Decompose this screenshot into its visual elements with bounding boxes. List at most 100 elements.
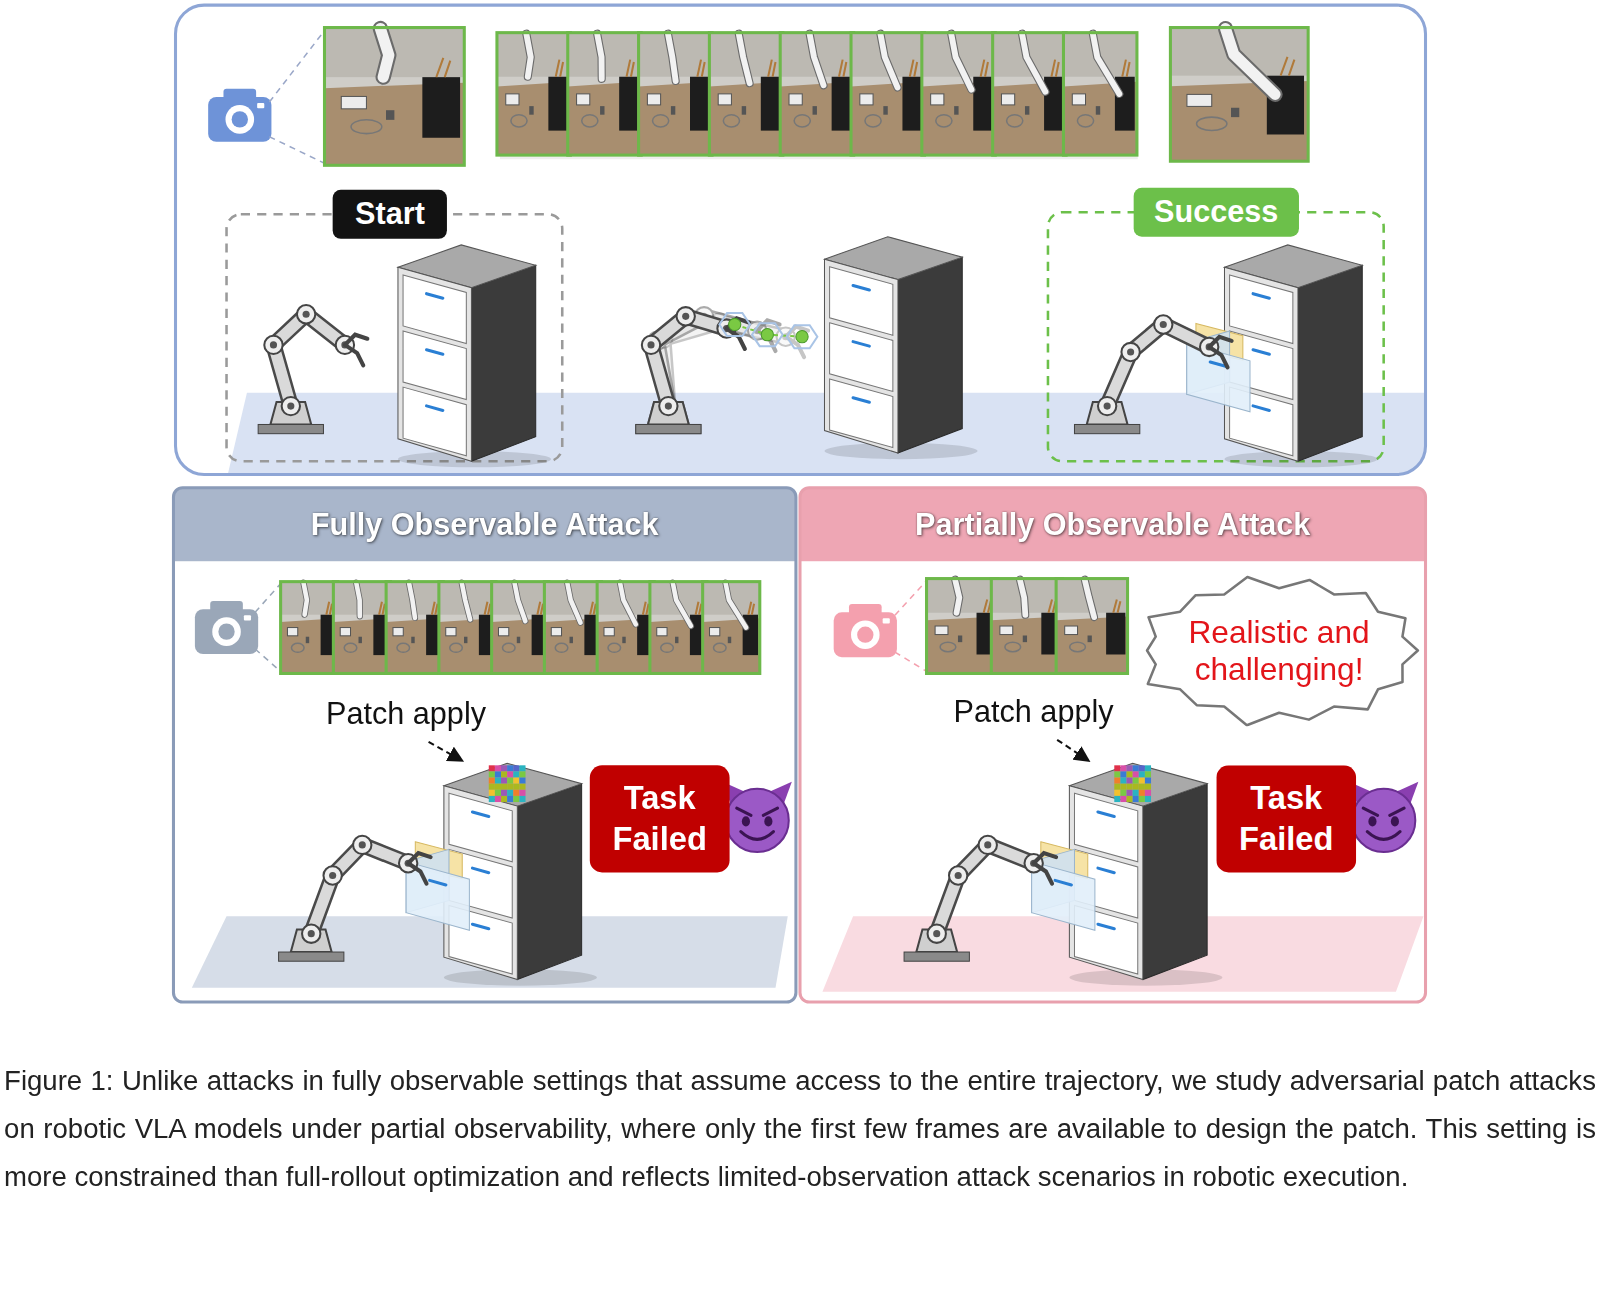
video-frame: [281, 582, 338, 615]
video-frame: [991, 579, 1062, 674]
video-frame: [690, 77, 710, 131]
robot-arm: [933, 930, 940, 937]
video-frame: [1122, 60, 1129, 77]
adversarial-patch: [1133, 796, 1139, 802]
file-cabinet: [427, 406, 443, 411]
adversarial-patch: [1114, 771, 1120, 777]
video-frame: [1085, 580, 1094, 618]
success-label: Success: [1134, 187, 1299, 236]
adversarial-patch: [519, 771, 525, 777]
video-frame: [492, 582, 549, 674]
adversarial-patch: [1145, 771, 1151, 777]
camera-icon: [208, 89, 271, 142]
video-frame: [931, 94, 944, 105]
file-cabinet: [898, 257, 962, 453]
adversarial-patch: [489, 784, 495, 790]
file-cabinet: [1253, 294, 1269, 299]
video-frame: [379, 602, 385, 615]
video-frame: [675, 637, 678, 643]
file-cabinet: [427, 294, 443, 299]
adversarial-patch: [1145, 790, 1151, 796]
robot-arm: [323, 866, 341, 884]
video-frame: [832, 77, 852, 131]
video-frame: [1170, 28, 1308, 162]
adversarial-patch: [495, 796, 501, 802]
video-frame: [1063, 33, 1136, 155]
video-frame: [326, 602, 332, 615]
devil-icon: [742, 816, 750, 826]
adversarial-patch: [507, 790, 513, 796]
robot-arm: [1160, 321, 1167, 328]
video-frame: [1093, 34, 1119, 94]
file-cabinet: [853, 342, 869, 347]
trajectory: [761, 329, 773, 341]
attack-panel: Partially Observable AttackRealistic and…: [800, 488, 1426, 1002]
video-frame: [608, 643, 621, 652]
video-frame: [1065, 626, 1078, 635]
video-frame: [851, 33, 924, 155]
video-frame: [356, 583, 360, 617]
camera-icon: [208, 97, 271, 142]
video-frame: [650, 582, 707, 674]
video-frame: [436, 58, 450, 77]
video-frame: [446, 628, 456, 636]
video-frame: [922, 33, 995, 155]
camera-icon: [834, 612, 897, 657]
trajectory: [719, 313, 817, 348]
camera-icon: [218, 623, 234, 639]
video-frame: [650, 582, 707, 674]
adversarial-patch: [1145, 765, 1151, 771]
devil-icon: [1352, 789, 1415, 852]
robot-arm: [651, 316, 727, 406]
robot-arm: [665, 403, 672, 410]
robot-arm: [345, 335, 367, 366]
video-frame: [865, 115, 881, 127]
partial-panel: [800, 488, 1426, 1002]
partial-panel: [800, 488, 1426, 1002]
video-frame: [1096, 106, 1100, 115]
adversarial-patch: [495, 778, 501, 784]
video-frame: [742, 106, 746, 115]
video-frame: [303, 583, 306, 615]
video-frame: [1001, 94, 1014, 105]
video-frame: [568, 33, 641, 155]
video-frame: [485, 602, 491, 615]
video-frame: [984, 599, 991, 612]
video-frame: [344, 643, 357, 652]
file-cabinet: [406, 862, 469, 931]
video-frame: [409, 583, 415, 618]
video-frame: [991, 579, 1062, 674]
robot-arm: [904, 836, 1056, 962]
video-frame: [497, 33, 570, 155]
devil-icon: [741, 832, 774, 840]
robot-arm: [359, 841, 366, 848]
robot-arm: [979, 836, 997, 854]
robot-arm: [297, 305, 315, 323]
adversarial-patch: [507, 771, 513, 777]
video-frame: [1007, 115, 1023, 127]
adversarial-patch: [519, 784, 525, 790]
video-frame: [393, 628, 403, 636]
video-frame: [351, 120, 382, 134]
robot-arm: [311, 845, 408, 934]
video-frame: [1063, 33, 1136, 155]
video-frame: [1020, 580, 1025, 615]
video-frame: [714, 643, 727, 652]
video-frame: [604, 628, 614, 636]
full-panel: [173, 488, 795, 561]
video-frame: [439, 582, 496, 674]
adversarial-patch: [1145, 778, 1151, 784]
video-frame: [922, 33, 995, 155]
video-frame: [291, 643, 304, 652]
video-frame: [739, 34, 750, 83]
video-frame: [653, 115, 669, 127]
video-frame: [597, 582, 654, 674]
video-frame: [597, 582, 654, 674]
adversarial-patch: [1120, 778, 1126, 784]
file-cabinet: [403, 387, 466, 456]
video-frame: [514, 583, 525, 621]
video-frame: [333, 582, 390, 674]
devil-icon: [737, 808, 778, 815]
robot-arm: [636, 424, 701, 433]
adversarial-patch: [1133, 790, 1139, 796]
